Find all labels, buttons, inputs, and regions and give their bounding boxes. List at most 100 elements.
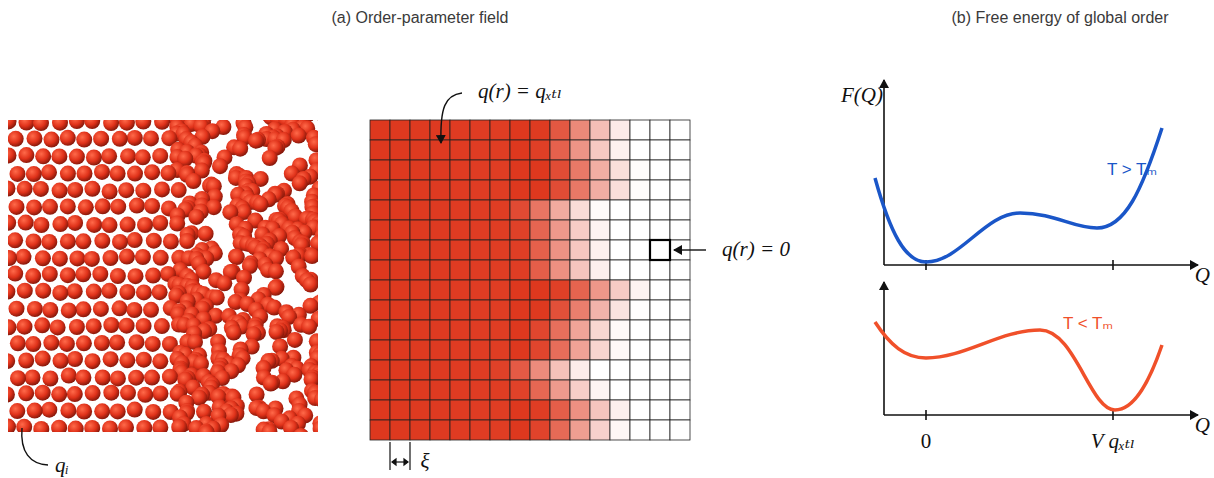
- grid-cell: [530, 320, 550, 340]
- particle: [60, 233, 76, 249]
- grid-cell: [530, 140, 550, 160]
- tick-label: 0: [921, 430, 932, 453]
- grid-cell: [550, 420, 570, 440]
- grid-cell: [510, 280, 530, 300]
- particle: [84, 251, 100, 267]
- grid-cell: [530, 260, 550, 280]
- grid-cell: [370, 360, 390, 380]
- particle: [163, 234, 179, 250]
- grid-cell: [490, 360, 510, 380]
- particle: [52, 120, 68, 131]
- particle: [85, 385, 101, 401]
- particle: [145, 336, 161, 352]
- grid-cell: [510, 200, 530, 220]
- length-label: ξ: [421, 450, 430, 473]
- grid-cell: [410, 160, 430, 180]
- grid-cell: [450, 300, 470, 320]
- grid-cell: [550, 280, 570, 300]
- grid-cell: [650, 420, 670, 440]
- grid-cell: [450, 400, 470, 420]
- grid-cell: [370, 180, 390, 200]
- grid-cell: [390, 260, 410, 280]
- grid-cell: [450, 380, 470, 400]
- grid-cell: [470, 240, 490, 260]
- grid-cell: [650, 160, 670, 180]
- grid-cell: [390, 240, 410, 260]
- particle: [135, 149, 151, 165]
- grid-cell: [590, 260, 610, 280]
- grid-cell: [630, 420, 650, 440]
- particle: [52, 216, 68, 232]
- grid-cell: [410, 360, 430, 380]
- grid-cell: [670, 320, 690, 340]
- grid-cell: [650, 380, 670, 400]
- grid-cell: [370, 380, 390, 400]
- grid-cell: [610, 120, 630, 140]
- particle: [179, 233, 195, 249]
- particle: [136, 318, 152, 334]
- grid-cell: [410, 220, 430, 240]
- grid-cell: [430, 140, 450, 160]
- particle: [76, 132, 92, 148]
- grid-cell: [570, 380, 590, 400]
- particle: [292, 175, 308, 191]
- particle: [102, 421, 118, 433]
- particle: [35, 385, 51, 401]
- particle: [154, 318, 170, 334]
- particle: [86, 217, 102, 233]
- particle: [33, 120, 49, 131]
- particle: [41, 164, 57, 180]
- grid-cell: [670, 400, 690, 420]
- particle: [17, 283, 33, 299]
- particle: [212, 158, 228, 174]
- particle: [76, 335, 92, 351]
- particle: [52, 183, 68, 199]
- particle: [120, 148, 136, 164]
- grid-cell: [570, 120, 590, 140]
- leader-arrow: [441, 93, 462, 143]
- grid-cell: [610, 140, 630, 160]
- particle: [144, 198, 160, 214]
- particle: [146, 233, 162, 249]
- particle: [75, 370, 91, 386]
- grid-cell: [370, 260, 390, 280]
- grid-cell: [370, 200, 390, 220]
- particle: [26, 199, 42, 215]
- leader-line: [22, 428, 48, 465]
- particle: [143, 130, 159, 146]
- particle: [92, 266, 108, 282]
- particle: [42, 266, 58, 282]
- particle: [19, 120, 35, 131]
- grid-cell: [550, 180, 570, 200]
- grid-cell: [530, 380, 550, 400]
- grid-cell: [650, 280, 670, 300]
- particle: [84, 420, 100, 432]
- particle: [60, 130, 76, 146]
- particle: [171, 419, 187, 432]
- grid-cell: [510, 320, 530, 340]
- particle: [287, 332, 303, 348]
- particle: [154, 120, 170, 130]
- particle: [27, 301, 43, 317]
- particle: [119, 352, 135, 368]
- grid-cell: [510, 180, 530, 200]
- particle: [127, 232, 143, 248]
- particle: [229, 249, 245, 265]
- grid-cell: [470, 220, 490, 240]
- particle: [25, 268, 41, 284]
- particle: [144, 164, 160, 180]
- grid-cell: [450, 420, 470, 440]
- grid-cell: [530, 220, 550, 240]
- particle: [94, 403, 110, 419]
- grid-cell: [570, 180, 590, 200]
- grid-cell: [670, 160, 690, 180]
- grid-cell: [550, 300, 570, 320]
- grid-cell: [530, 300, 550, 320]
- grid-cell: [550, 340, 570, 360]
- particle: [154, 181, 170, 197]
- particle: [76, 404, 92, 420]
- particle: [94, 233, 110, 249]
- particle: [268, 263, 284, 279]
- particle: [69, 120, 85, 129]
- particle: [8, 181, 16, 197]
